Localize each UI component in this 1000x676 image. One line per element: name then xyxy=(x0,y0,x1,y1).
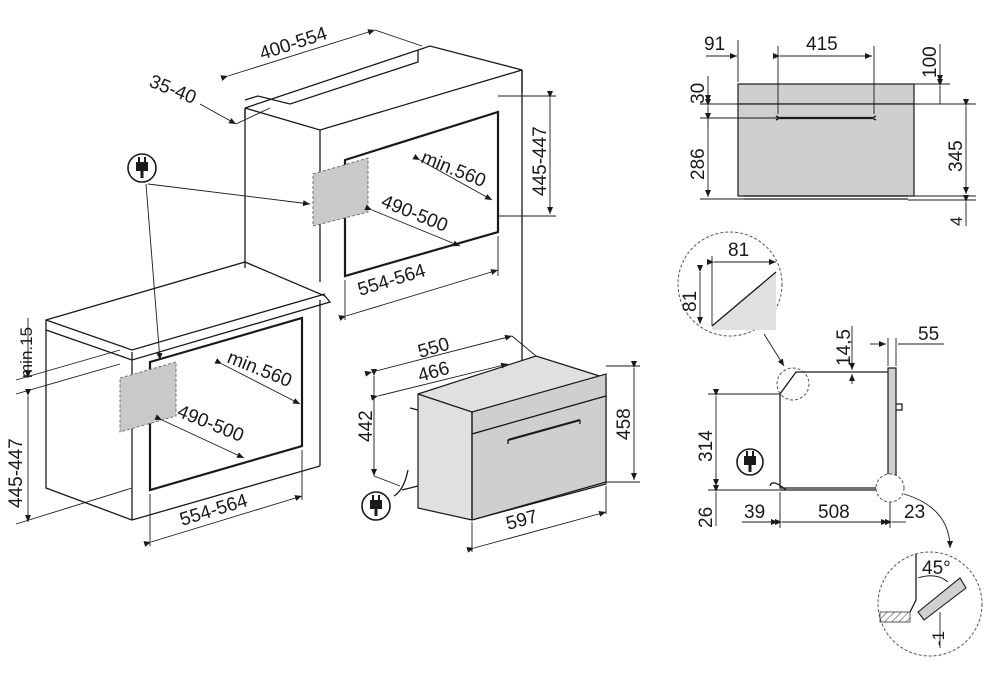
upper-gap-label: 35-40 xyxy=(146,71,199,109)
chamfer-detail: 81 81 xyxy=(677,231,783,337)
plug-icon xyxy=(127,153,157,183)
upper-depth-dimension: 400-554 xyxy=(220,23,423,81)
front-body-height-dimension: 286 xyxy=(688,113,778,200)
side-height-label: 314 xyxy=(696,430,717,462)
lower-inner-depth-label: min.560 xyxy=(224,347,295,392)
side-front-depth-label: 55 xyxy=(918,324,939,345)
side-base-dimension: 26 xyxy=(696,485,780,528)
lower-height-label: 445-447 xyxy=(6,438,27,508)
side-top-gap-label: 14,5 xyxy=(834,329,855,366)
lower-width-dimension: 554-564 xyxy=(143,450,303,547)
chamfer-v-label: 81 xyxy=(680,291,701,312)
side-front-offset-label: 23 xyxy=(904,502,925,523)
upper-cabinet: min.560 490-500 xyxy=(244,45,523,380)
lower-height-dimension: 445-447 xyxy=(6,389,133,525)
upper-height-label: 445-447 xyxy=(530,126,551,196)
front-base-height-label: 4 xyxy=(947,217,966,226)
appliance-height-body-label: 442 xyxy=(356,410,377,442)
front-total-height-label: 345 xyxy=(946,140,967,172)
appliance-width-label: 597 xyxy=(504,506,540,534)
side-depth-label: 508 xyxy=(818,502,850,523)
front-handle-width-dimension: 415 xyxy=(773,34,875,114)
front-left-offset-label: 91 xyxy=(704,34,725,55)
front-base-height-dimension: 4 xyxy=(908,195,976,226)
lower-inner-width-label: 490-500 xyxy=(174,401,247,447)
front-top-height-label: 100 xyxy=(920,46,941,78)
front-top-height-dimension: 100 xyxy=(914,44,950,104)
plug-icon xyxy=(361,491,391,521)
side-height-dimension: 314 xyxy=(696,389,780,486)
angle-detail: 45° -1 xyxy=(877,551,983,657)
side-angle-label: 45° xyxy=(922,558,951,579)
appliance-height-front-dimension: 458 xyxy=(606,361,640,483)
chamfer-h-label: 81 xyxy=(728,240,749,261)
lower-top-clearance-label: min.15 xyxy=(17,327,36,378)
plug-icon xyxy=(736,448,764,476)
lower-cabinet: min.560 490-500 xyxy=(45,261,332,521)
side-top-gap-dimension: 14,5 xyxy=(834,326,855,384)
front-left-offset-dimension: 91 xyxy=(704,34,739,82)
lower-top-clearance-dimension: min.15 xyxy=(15,318,121,395)
appliance-height-front-label: 458 xyxy=(614,408,635,440)
front-body-height-label: 286 xyxy=(688,148,709,180)
side-depth-dimensions: 39 508 23 xyxy=(742,492,925,528)
upper-inner-width-label: 490-500 xyxy=(378,191,451,237)
front-view xyxy=(737,83,915,200)
side-front-depth-dimension: 55 xyxy=(870,324,944,366)
upper-height-dimension: 445-447 xyxy=(498,91,556,217)
side-base-label: 26 xyxy=(696,507,717,528)
appliance-height-body-dimension: 442 xyxy=(356,369,401,487)
front-panel-height-label: 30 xyxy=(688,83,709,104)
upper-depth-label: 400-554 xyxy=(257,23,330,65)
appliance-depth-total-label: 550 xyxy=(416,334,452,363)
side-rear-offset-label: 39 xyxy=(744,502,765,523)
front-panel-height-dimension: 30 xyxy=(688,76,738,128)
front-total-height-dimension: 345 xyxy=(908,99,976,197)
upper-width-dimension: 554-564 xyxy=(338,236,499,321)
front-handle-width-label: 415 xyxy=(806,34,838,55)
upper-inner-depth-label: min.560 xyxy=(418,147,489,192)
side-recess-label: -1 xyxy=(929,631,948,646)
